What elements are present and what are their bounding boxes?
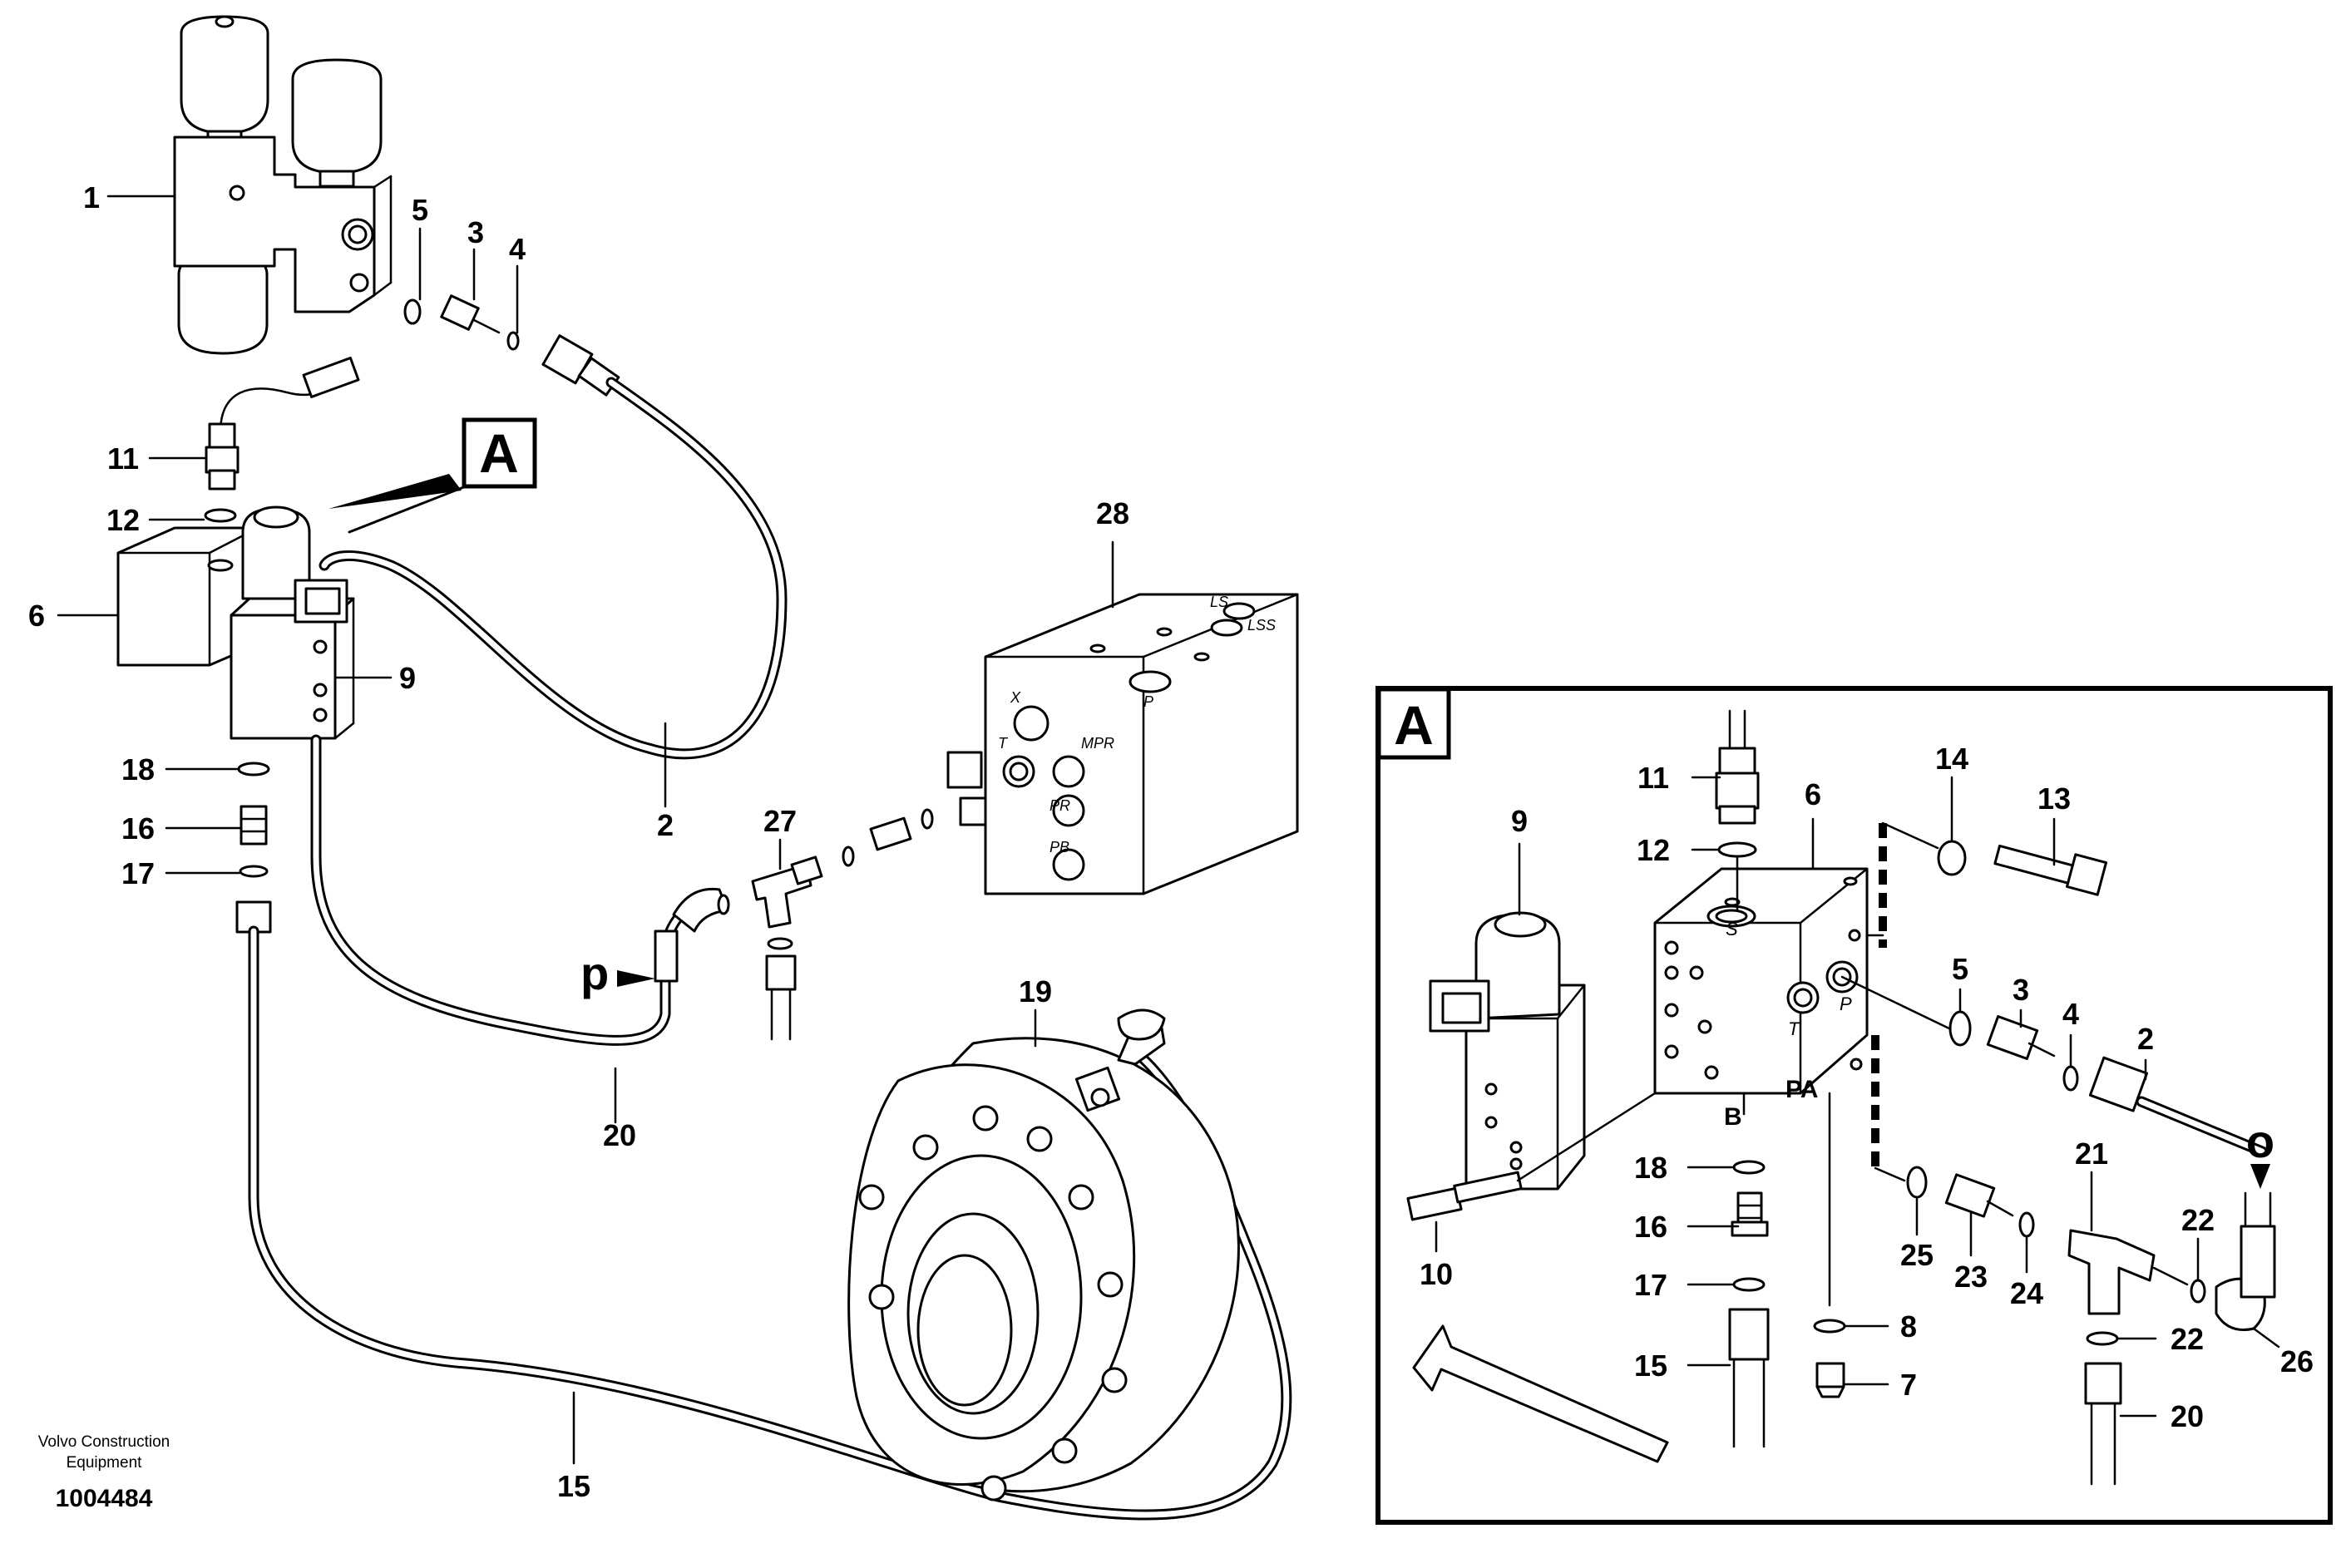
accumulator-assembly <box>173 15 393 355</box>
callout-28: 28 <box>1096 496 1129 530</box>
callout-17: 17 <box>121 856 155 890</box>
block-28-pr: PR <box>1050 797 1070 814</box>
hose-20 <box>310 734 729 1046</box>
view-marker-a: A <box>462 417 537 489</box>
overview-leaders <box>57 195 1114 1465</box>
callout-20: 20 <box>603 1118 636 1152</box>
detail-callout-13: 13 <box>2037 782 2071 816</box>
detail-callout-18: 18 <box>1634 1151 1667 1185</box>
hose-15 <box>248 925 1292 1521</box>
detail-block-p: P <box>1840 994 1852 1014</box>
block-28-p: P <box>1143 693 1153 710</box>
callout-3: 3 <box>467 215 484 249</box>
callout-15: 15 <box>557 1469 590 1503</box>
block-28-lss: LSS <box>1247 617 1276 634</box>
callout-18: 18 <box>121 752 155 786</box>
port-b-label: B <box>1724 1103 1742 1131</box>
detail-callout-17: 17 <box>1634 1268 1667 1302</box>
detail-callout-7: 7 <box>1900 1368 1917 1402</box>
callout-1: 1 <box>83 180 100 214</box>
callout-12: 12 <box>106 503 140 537</box>
detail-callout-21: 21 <box>2075 1137 2108 1171</box>
detail-callout-26: 26 <box>2280 1344 2314 1378</box>
detail-callout-20: 20 <box>2171 1399 2204 1433</box>
hose-2 <box>319 377 788 760</box>
block-28-pb: PB <box>1050 839 1069 855</box>
credit-line-1: Volvo Construction <box>38 1433 170 1451</box>
detail-callout-12: 12 <box>1637 833 1670 867</box>
detail-callout-6: 6 <box>1805 777 1821 811</box>
view-marker-a-label: A <box>479 422 519 484</box>
detail-callout-2: 2 <box>2137 1022 2154 1056</box>
fittings-18-16-17 <box>235 762 272 934</box>
callout-16: 16 <box>121 811 155 846</box>
detail-callout-5: 5 <box>1952 952 1968 986</box>
block-28-ls: LS <box>1210 594 1228 610</box>
detail-callout-11: 11 <box>1637 761 1669 795</box>
solenoid-9 <box>230 505 355 740</box>
detail-callout-22a: 22 <box>2181 1203 2215 1237</box>
block-28-mpr: MPR <box>1081 735 1114 752</box>
detail-callout-16: 16 <box>1634 1210 1667 1244</box>
callout-5: 5 <box>412 193 428 227</box>
detail-callout-23: 23 <box>1954 1260 1988 1294</box>
detail-callout-3: 3 <box>2013 973 2029 1007</box>
tee-fitting-27 <box>717 808 934 1041</box>
detail-view-a: A S T P <box>1375 686 2333 1525</box>
detail-callout-9: 9 <box>1511 804 1528 838</box>
detail-callout-25: 25 <box>1900 1238 1934 1272</box>
callout-2: 2 <box>657 808 674 842</box>
credit-line-2: Equipment <box>67 1454 143 1472</box>
detail-callout-22b: 22 <box>2171 1322 2204 1356</box>
valve-block-6 <box>116 526 259 667</box>
detail-callout-15: 15 <box>1634 1349 1667 1383</box>
port-pa-label: PA <box>1785 1076 1818 1103</box>
detail-callout-14: 14 <box>1935 742 1968 776</box>
callout-19: 19 <box>1019 974 1052 1008</box>
document-number: 1004484 <box>56 1485 153 1512</box>
detail-block-s: S <box>1726 919 1738 939</box>
callout-11: 11 <box>107 441 139 476</box>
port-o-label: o <box>2246 1115 2274 1167</box>
credit-block: Volvo Construction Equipment 1004484 <box>38 1433 170 1512</box>
control-block-28: LS LSS P X T MPR PR PB <box>946 593 1299 895</box>
block-28-t: T <box>998 735 1009 752</box>
overview-callouts: 1 5 3 4 11 12 6 9 2 28 18 16 17 27 19 20… <box>28 180 1129 1503</box>
sensor-11 <box>204 357 360 523</box>
callout-27: 27 <box>763 804 797 838</box>
callout-6: 6 <box>28 599 45 633</box>
detail-callout-4: 4 <box>2062 997 2079 1031</box>
detail-callout-8: 8 <box>1900 1309 1917 1344</box>
detail-block-t: T <box>1788 1018 1800 1039</box>
port-p-marker: p <box>580 947 655 999</box>
callout-9: 9 <box>399 661 416 695</box>
port-p-label: p <box>580 947 609 999</box>
detail-callout-24: 24 <box>2010 1276 2043 1310</box>
top-fittings <box>403 294 620 397</box>
callout-4: 4 <box>509 232 526 266</box>
detail-callout-10: 10 <box>1420 1257 1453 1291</box>
brake-unit-19 <box>847 1008 1240 1501</box>
block-28-x: X <box>1010 689 1021 706</box>
detail-marker-a-label: A <box>1394 694 1434 756</box>
